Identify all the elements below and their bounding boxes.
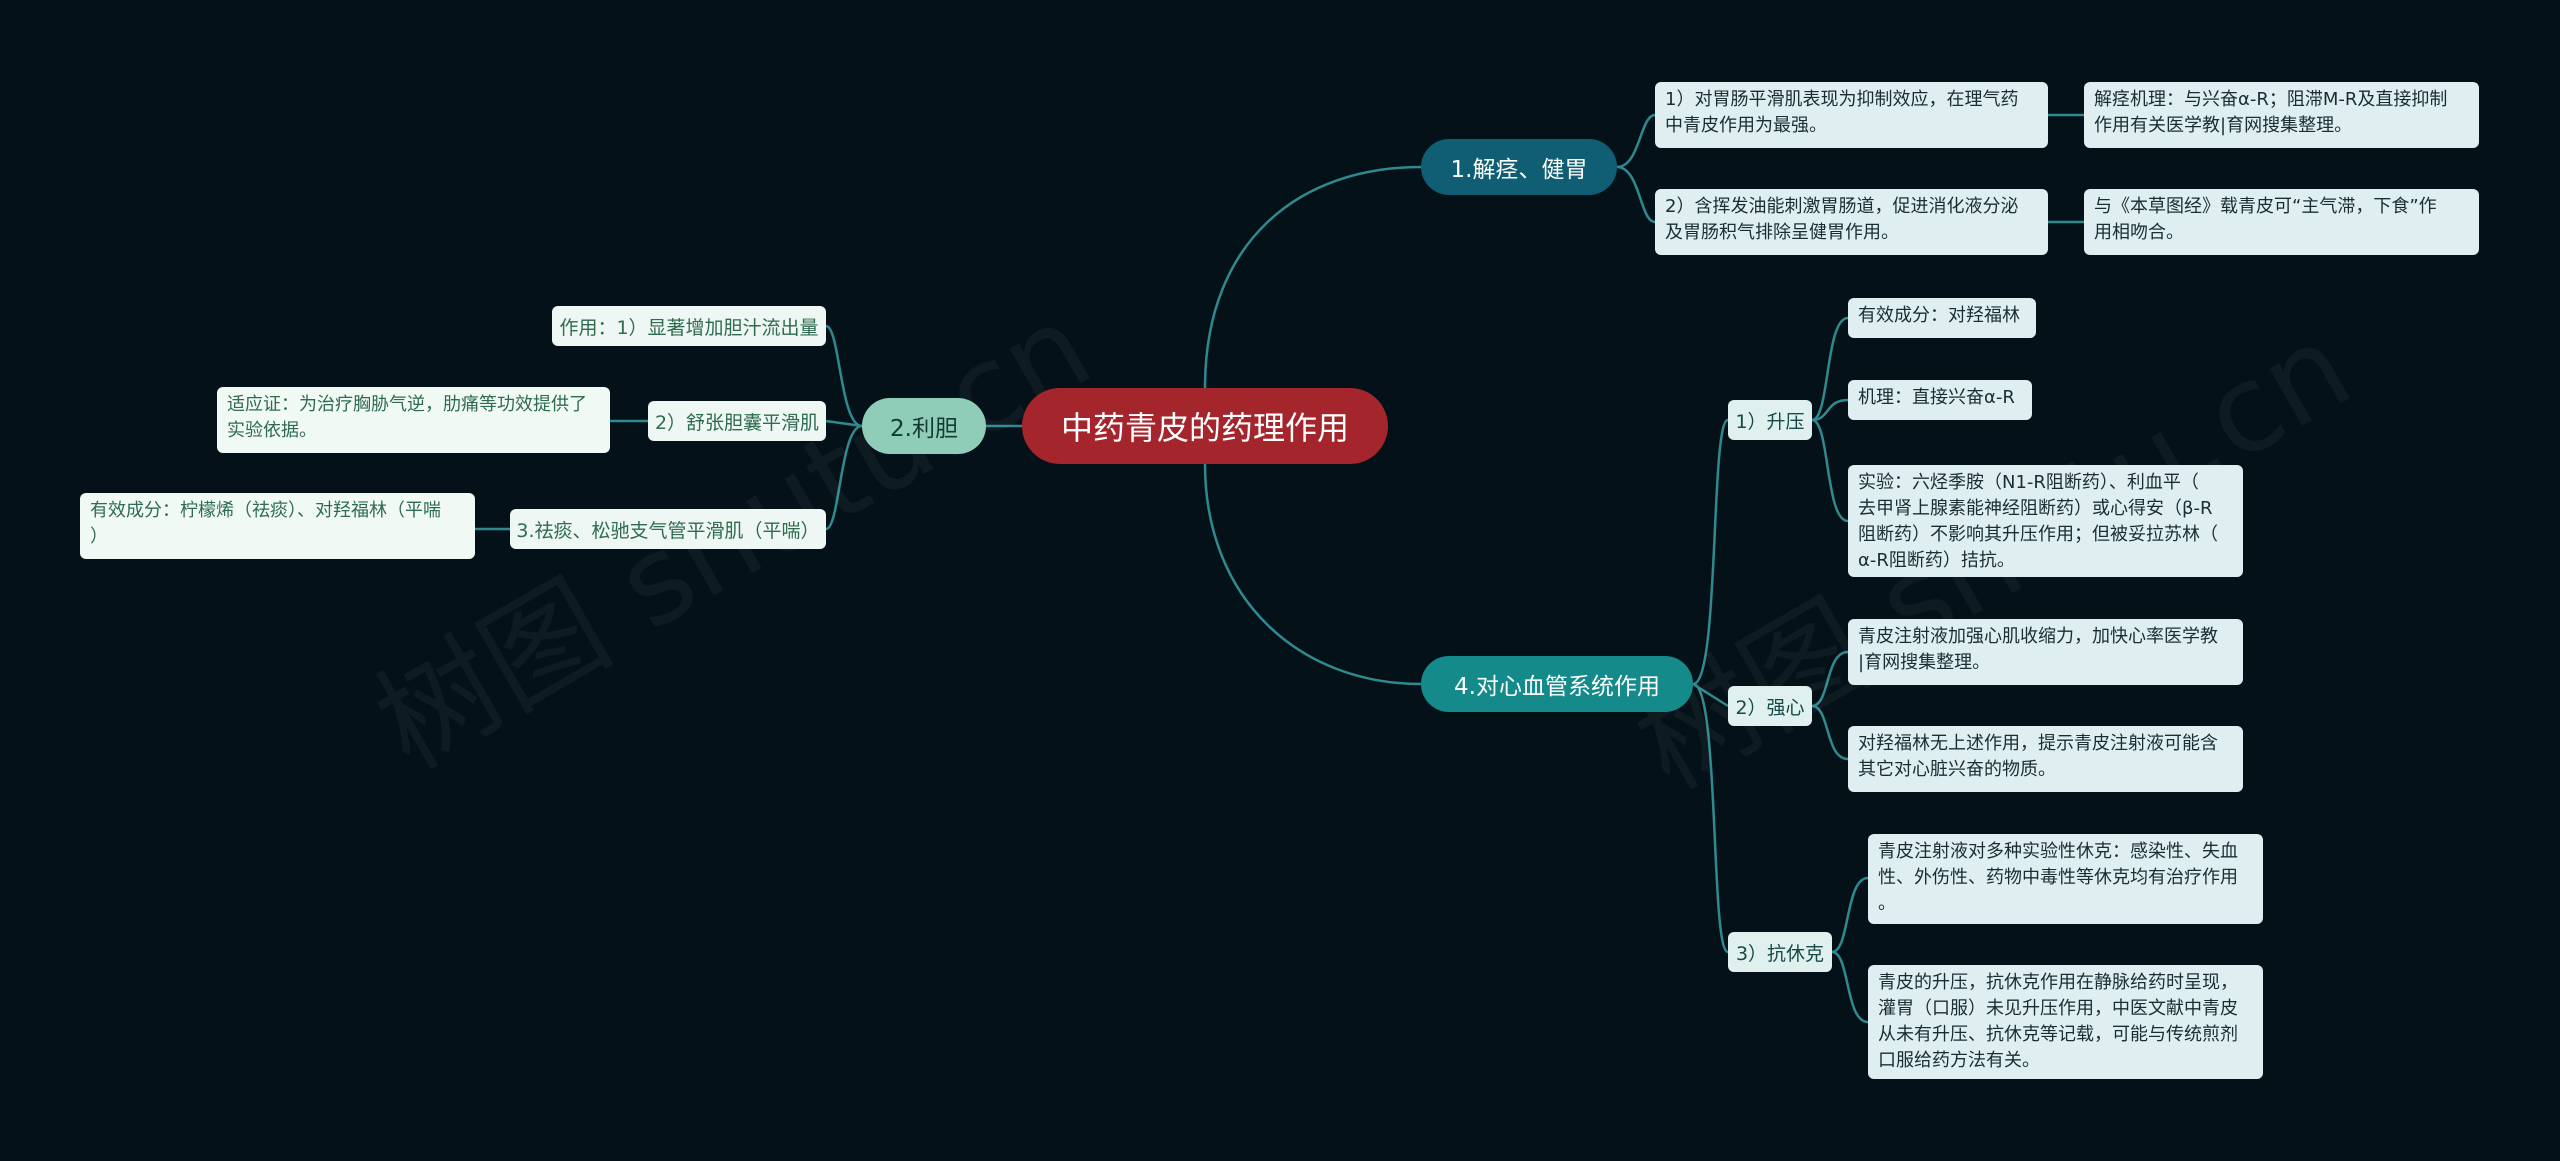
leaf-pressor-component[interactable]: 有效成分：对羟福林 (1848, 298, 2036, 338)
leaf-antishock-1[interactable]: 青皮注射液对多种实验性休克：感染性、失血 性、外伤性、药物中毒性等休克均有治疗作… (1868, 834, 2263, 924)
leaf-pressor-mechanism[interactable]: 机理：直接兴奋α-R (1848, 380, 2032, 420)
leaf-antishock-2[interactable]: 青皮的升压，抗休克作用在静脉给药时呈现， 灌胃（口服）未见升压作用，中医文献中青… (1868, 965, 2263, 1079)
leaf-cardiotonic-2[interactable]: 对羟福林无上述作用，提示青皮注射液可能含 其它对心脏兴奋的物质。 (1848, 726, 2243, 792)
sub-expectorant[interactable]: 3.祛痰、松驰支气管平滑肌（平喘） (510, 509, 826, 549)
leaf-pressor-experiment[interactable]: 实验：六烃季胺（N1-R阻断药）、利血平（ 去甲肾上腺素能神经阻断药）或心得安（… (1848, 465, 2243, 577)
sub-relax-gallbladder[interactable]: 2）舒张胆囊平滑肌 (648, 401, 826, 441)
sub-cardiotonic[interactable]: 2）强心 (1728, 686, 1812, 726)
leaf-expectorant-component[interactable]: 有效成分：柠檬烯（祛痰）、对羟福林（平喘 ） (80, 493, 475, 559)
leaf-b1-item-1[interactable]: 1）对胃肠平滑肌表现为抑制效应，在理气药 中青皮作用为最强。 (1655, 82, 2048, 148)
leaf-choleretic-effect[interactable]: 作用：1）显著增加胆汁流出量 (552, 306, 826, 346)
leaf-b1-note-2[interactable]: 与《本草图经》载青皮可“主气滞，下食”作 用相吻合。 (2084, 189, 2479, 255)
leaf-cardiotonic-1[interactable]: 青皮注射液加强心肌收缩力，加快心率医学教 |育网搜集整理。 (1848, 619, 2243, 685)
leaf-b1-item-2[interactable]: 2）含挥发油能刺激胃肠道，促进消化液分泌 及胃肠积气排除呈健胃作用。 (1655, 189, 2048, 255)
sub-pressor[interactable]: 1）升压 (1728, 400, 1812, 440)
leaf-b1-note-1[interactable]: 解痉机理：与兴奋α-R；阻滞M-R及直接抑制 作用有关医学教|育网搜集整理。 (2084, 82, 2479, 148)
branch-antispasm-stomach[interactable]: 1.解痉、健胃 (1421, 139, 1617, 195)
sub-antishock[interactable]: 3）抗休克 (1728, 932, 1832, 972)
leaf-indication[interactable]: 适应证：为治疗胸胁气逆，肋痛等功效提供了 实验依据。 (217, 387, 610, 453)
central-topic[interactable]: 中药青皮的药理作用 (1022, 388, 1388, 464)
branch-choleretic[interactable]: 2.利胆 (862, 398, 986, 454)
branch-cardiovascular[interactable]: 4.对心血管系统作用 (1421, 656, 1693, 712)
